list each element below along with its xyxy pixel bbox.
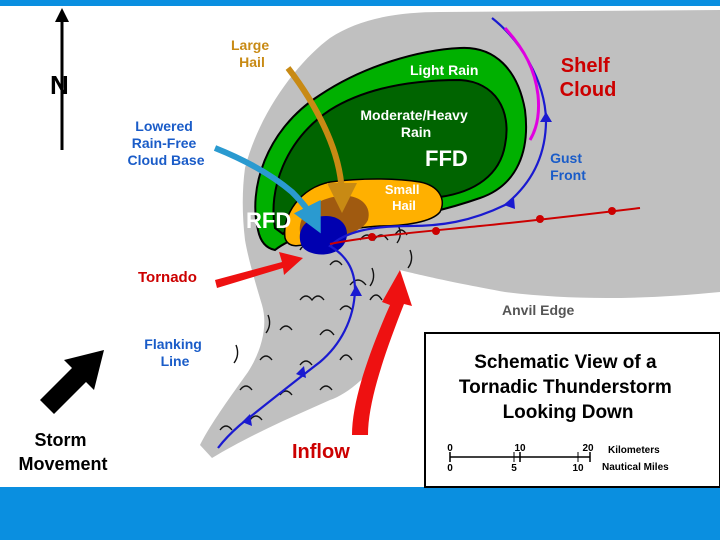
warm-boundary-dot xyxy=(368,233,376,241)
km-tick-label: 0 xyxy=(447,443,453,454)
km-unit-label: Kilometers xyxy=(608,445,660,456)
tornado-label: Tornado xyxy=(138,269,197,286)
mi-tick-label: 0 xyxy=(447,463,453,474)
km-tick-label: 20 xyxy=(582,443,594,454)
north-arrow-head xyxy=(55,8,69,22)
mi-tick-label: 10 xyxy=(572,463,584,474)
ffd-label: FFD xyxy=(425,146,468,171)
large-hail-label: Large Hail xyxy=(231,37,273,70)
storm-movement-label: Storm Movement xyxy=(18,430,107,474)
rfd-label: RFD xyxy=(246,208,291,233)
cloud-base-label: Lowered Rain-Free Cloud Base xyxy=(127,118,204,168)
mi-unit-label: Nautical Miles xyxy=(602,462,669,473)
km-tick-label: 10 xyxy=(514,443,526,454)
gust-front-label: Gust Front xyxy=(550,150,586,183)
mi-tick-label: 5 xyxy=(511,463,517,474)
anvil-edge-label: Anvil Edge xyxy=(502,302,575,318)
warm-boundary-dot xyxy=(432,227,440,235)
inflow-label: Inflow xyxy=(292,441,350,463)
warm-boundary-dot xyxy=(536,215,544,223)
light-rain-label: Light Rain xyxy=(410,62,478,78)
warm-boundary-dot xyxy=(608,207,616,215)
storm-movement-arrow xyxy=(40,350,104,414)
flanking-line-label: Flanking Line xyxy=(144,336,205,369)
north-label: N xyxy=(50,70,69,100)
